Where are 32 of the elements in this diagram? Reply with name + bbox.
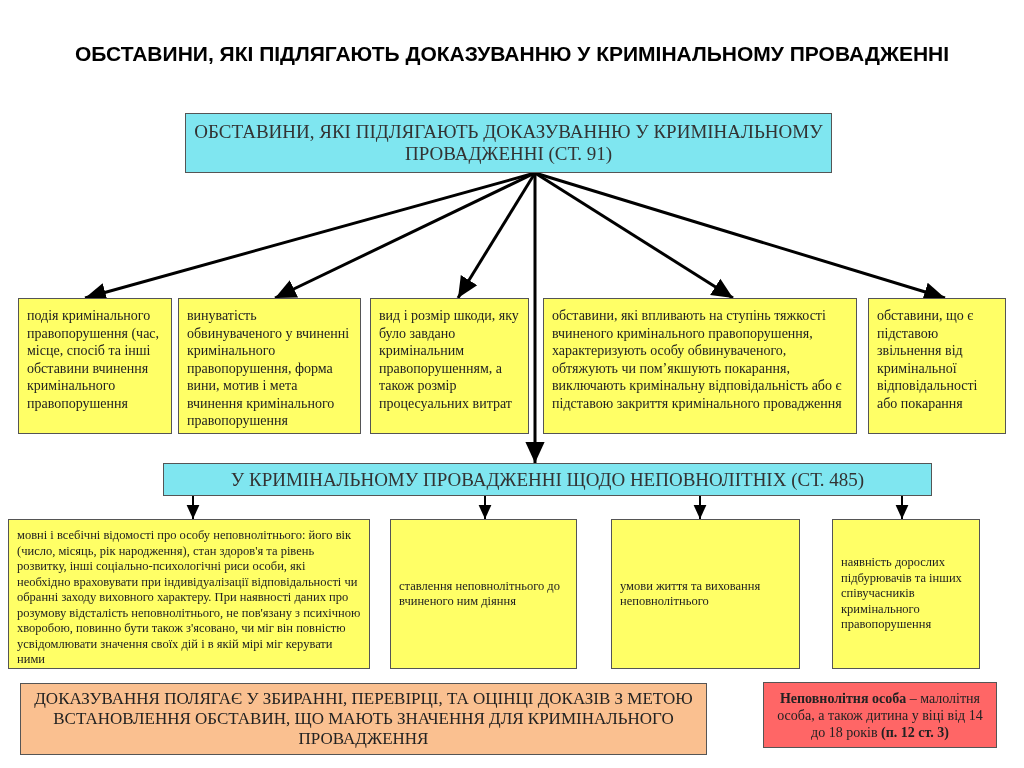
box-text: подія кримінального правопорушення (час, місце, спосіб та інші обставини вчинення кримінального правопорушення [27, 307, 161, 412]
arrow [525, 173, 545, 463]
box-text: У КРИМІНАЛЬНОМУ ПРОВАДЖЕННІ ЩОДО НЕПОВНОЛІТНІХ (СТ. 485) [230, 468, 865, 491]
box-text: вид і розмір шкоди, яку було завдано кримінальним правопорушенням, а також розмір процесуальних витрат [379, 307, 520, 412]
box-text: мовні і всебічні відомості про особу неповнолітнього: його вік (число, місяць, рік народження), стан здоров'я та рівень розвитку, інші соціально-психологічні риси особи, які необхідно враховувати при індивідуалізації відповідальності чи обранні заходу виховного характеру. При наявності даних про розумову відсталість неповнолітнього, не пов'язану з психічною хворобою, повинно бути також з'ясовано, чи міг він повністю усвідомлювати значення своїх дій і в якій мірі міг керувати ними [17, 528, 361, 668]
note-box [543, 298, 857, 434]
note-box [178, 298, 361, 434]
note-box [832, 519, 980, 669]
note-box [370, 298, 529, 434]
arrow [693, 495, 707, 520]
arrow [478, 495, 492, 520]
note-box [611, 519, 800, 669]
box-text: обставини, що є підставою звільнення від кримінальної відповідальності або покарання [877, 307, 979, 412]
box-text: Неповнолітня особа – малолітня особа, а також дитина у віці від 14 до 18 років (п. 12 ст. 3) [776, 689, 984, 741]
box-text: обставини, які впливають на ступінь тяжкості вчиненого кримінального правопорушення, характеризують особу обвинуваченого, обтяжують чи пом’якшують покарання, виключають кримінальну відповідальність або є підставою закриття кримінального провадження [552, 307, 843, 412]
box-text: ДОКАЗУВАННЯ ПОЛЯГАЄ У ЗБИРАННІ, ПЕРЕВІРЦІ, ТА ОЦІНЦІ ДОКАЗІВ З МЕТОЮ ВСТАНОВЛЕННЯ ОБСТАВИН, ЩО МАЮТЬ ЗНАЧЕННЯ ДЛЯ КРИМІНАЛЬНОГО ПРОВАДЖЕННЯ [33, 689, 694, 749]
note-box [18, 298, 172, 434]
arrow [895, 495, 909, 520]
box-text: наявність дорослих підбурювачів та інших співучасників кримінального правопорушення [841, 555, 963, 633]
note-box [390, 519, 577, 669]
arrow [456, 172, 537, 299]
note-box [868, 298, 1006, 434]
box-text: ОБСТАВИНИ, ЯКІ ПІДЛЯГАЮТЬ ДОКАЗУВАННЮ У КРИМІНАЛЬНОМУ ПРОВАДЖЕННІ (СТ. 91) [194, 121, 823, 165]
header-box [185, 113, 832, 173]
arrow [186, 495, 200, 520]
definition-box [763, 682, 997, 748]
box-text: винуватість обвинуваченого у вчиненні кримінального правопорушення, форма вини, мотив і мета вчинення кримінального правопорушення [187, 307, 351, 430]
box-text: ставлення неповнолітнього до вчиненого ним діяння [399, 578, 561, 610]
box-text: умови життя та виховання неповнолітнього [620, 578, 762, 610]
summary-box [20, 683, 707, 755]
slide-title: ОБСТАВИНИ, ЯКІ ПІДЛЯГАЮТЬ ДОКАЗУВАННЮ У КРИМІНАЛЬНОМУ ПРОВАДЖЕННІ [73, 41, 951, 67]
header-box [163, 463, 932, 496]
